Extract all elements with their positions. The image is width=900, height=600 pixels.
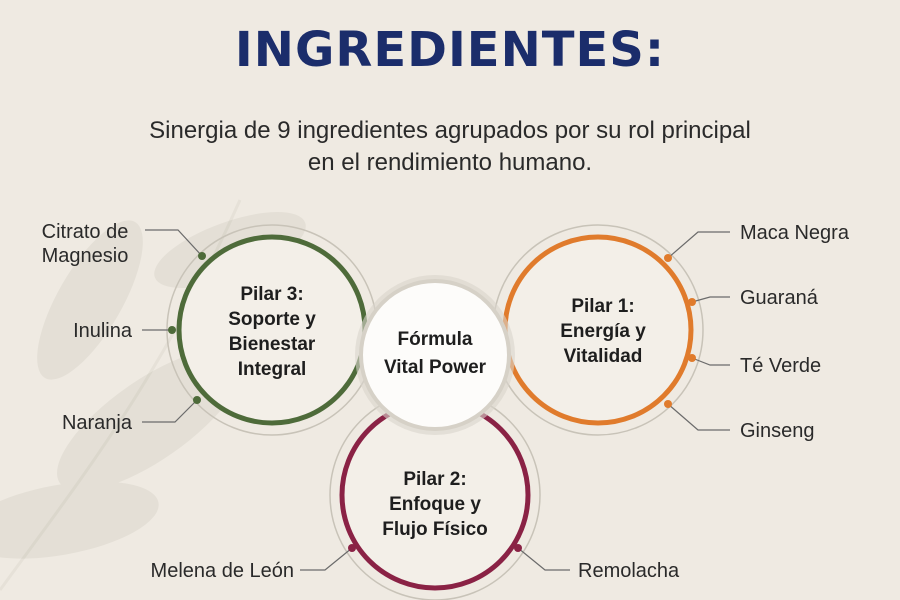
- pilar-1-title: Pilar 1: Energía y Vitalidad: [560, 296, 646, 367]
- ingredient-guarana: Guaraná: [688, 287, 819, 309]
- ingredient-label: Inulina: [73, 320, 133, 342]
- pilar-1-line-3: Vitalidad: [564, 346, 643, 367]
- pilar-2-line-1: Pilar 2:: [403, 469, 466, 490]
- pilar-2-title: Pilar 2: Enfoque y Flujo Físico: [382, 469, 488, 540]
- subtitle-line-1: Sinergia de 9 ingredientes agrupados por…: [149, 117, 751, 144]
- pilar-1-line-1: Pilar 1:: [571, 296, 634, 317]
- ingredient-te-verde: Té Verde: [688, 354, 821, 377]
- pilar-1-line-2: Energía y: [560, 321, 646, 342]
- ingredient-label: Melena de León: [151, 560, 294, 582]
- pilar-3-line-4: Integral: [238, 359, 307, 380]
- ingredient-maca-negra: Maca Negra: [664, 222, 850, 262]
- subtitle-line-2: en el rendimiento humano.: [307, 149, 593, 176]
- pilar-3-line-1: Pilar 3:: [240, 284, 303, 305]
- center-circle: Fórmula Vital Power: [355, 275, 515, 435]
- page-title: INGREDIENTES:: [234, 22, 666, 78]
- pilar-3-line-3: Bienestar: [229, 334, 316, 355]
- pilar-2-line-2: Enfoque y: [389, 494, 481, 515]
- ingredient-label: Naranja: [62, 412, 133, 434]
- pilar-2-line-3: Flujo Físico: [382, 519, 488, 540]
- ingredient-label: Maca Negra: [740, 222, 850, 244]
- ingredient-melena-de-leon: Melena de León: [151, 544, 356, 582]
- ingredient-label: Té Verde: [740, 355, 821, 377]
- subtitle: Sinergia de 9 ingredientes agrupados por…: [0, 115, 900, 179]
- ingredient-label: Remolacha: [578, 560, 680, 582]
- ingredient-naranja: Naranja: [62, 396, 201, 434]
- center-line-2: Vital Power: [384, 357, 487, 378]
- ingredient-remolacha: Remolacha: [514, 544, 680, 582]
- ingredient-label: Ginseng: [740, 420, 815, 442]
- ingredient-inulina: Inulina: [73, 320, 176, 342]
- pilar-3-title: Pilar 3: Soporte y Bienestar Integral: [228, 284, 316, 380]
- ingredient-label: Guaraná: [740, 287, 819, 309]
- ingredient-ginseng: Ginseng: [664, 400, 815, 442]
- pilar-3-line-2: Soporte y: [228, 309, 316, 330]
- pilar-1-circle: [492, 224, 704, 436]
- center-line-1: Fórmula: [398, 329, 473, 350]
